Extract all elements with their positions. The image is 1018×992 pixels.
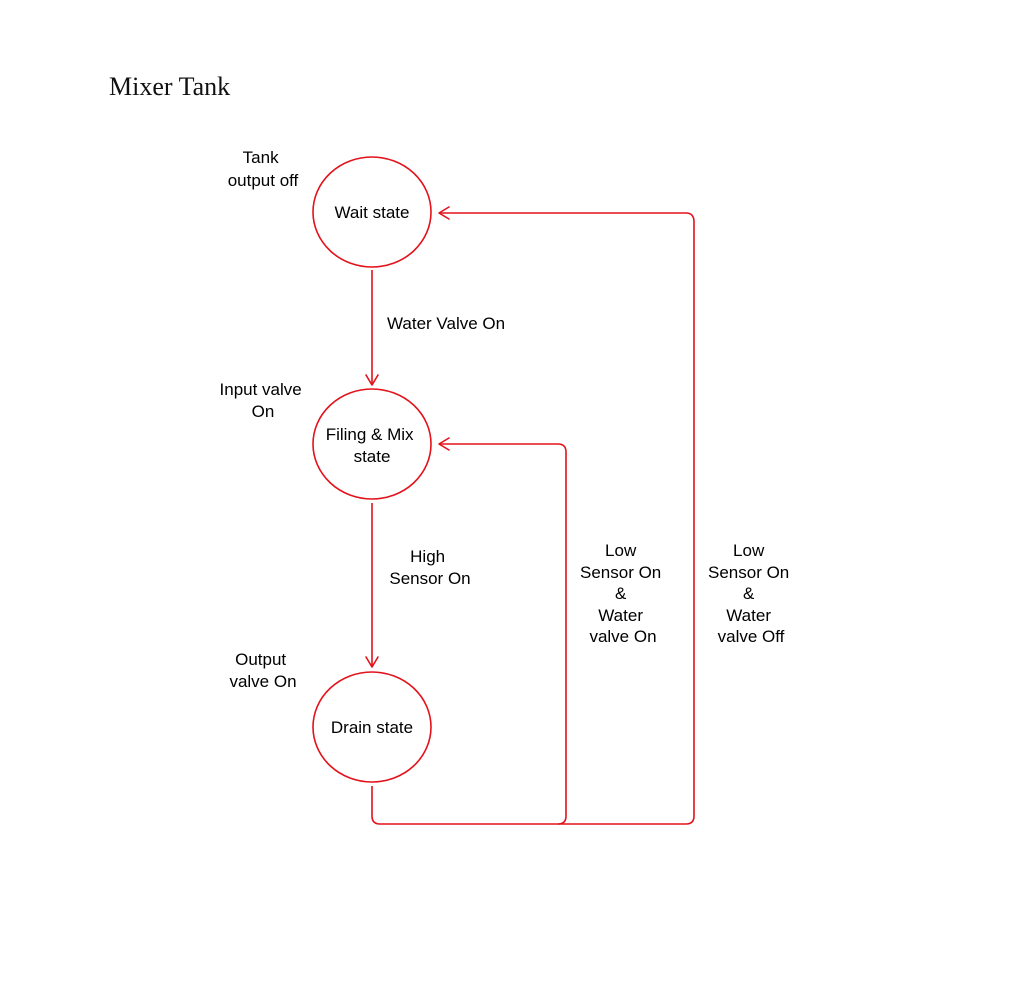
arrowhead — [365, 374, 379, 386]
state-label: Filing & Mix state — [326, 425, 419, 466]
edge-fill-to-drain — [365, 503, 379, 668]
state-circle — [312, 156, 432, 268]
arrowhead — [365, 656, 379, 668]
state-label: Drain state — [331, 718, 413, 737]
annotation-drain-output: Output valve On — [229, 650, 296, 691]
arrowhead — [438, 437, 450, 451]
annotation-wait-output: Tank output off — [228, 148, 299, 190]
label-low-sensor-water-valve-off: Low Sensor On & Water valve Off — [708, 541, 794, 646]
state-filling-mix: Filing & Mix state — [312, 388, 432, 500]
state-circle — [312, 671, 432, 783]
state-drain: Drain state — [312, 671, 432, 783]
state-wait: Wait state — [312, 156, 432, 268]
edge-drain-to-fill — [371, 437, 567, 825]
label-high-sensor-on: High Sensor On — [389, 547, 470, 588]
annotation-fill-input: Input valve On — [220, 380, 307, 421]
state-circle — [312, 388, 432, 500]
edge-line — [371, 443, 567, 825]
page-title: Mixer Tank — [109, 72, 231, 101]
edge-line — [439, 212, 695, 825]
label-water-valve-on: Water Valve On — [387, 314, 505, 333]
label-low-sensor-water-valve-on: Low Sensor On & Water valve On — [580, 541, 666, 646]
arrowhead — [438, 206, 450, 220]
edge-drain-to-wait — [438, 206, 695, 825]
state-label: Wait state — [335, 203, 410, 222]
edge-wait-to-fill — [365, 270, 379, 386]
